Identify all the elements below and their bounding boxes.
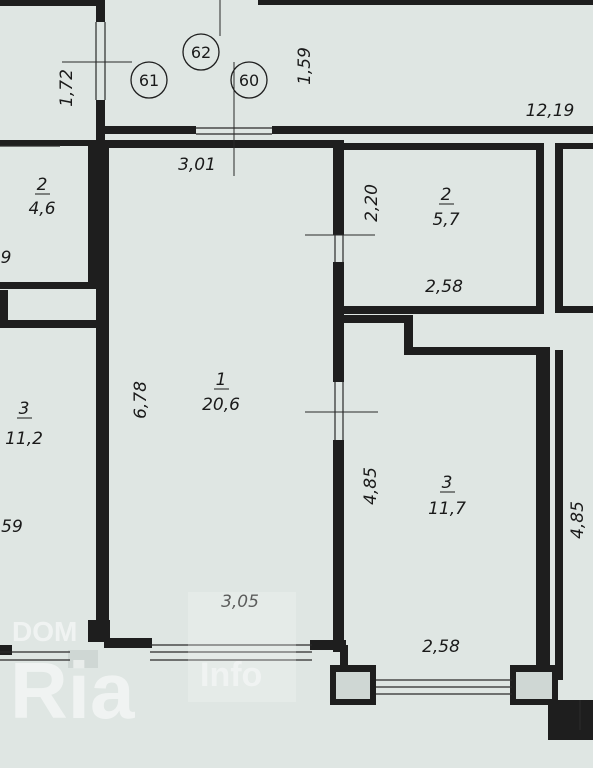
dim-6-78: 6,78 xyxy=(131,381,151,419)
room-right3-number: 3 xyxy=(442,473,453,493)
dimension-labels: 1,72 1,59 12,19 3,01 2,20 2,58 6,78 4,85… xyxy=(1,47,588,657)
wall-bottom-right-corner xyxy=(548,700,593,740)
wall-top-right xyxy=(258,0,593,5)
wall-room3r-top-b xyxy=(404,347,544,355)
dim-3-05: 3,05 xyxy=(221,592,259,612)
dim-partial-9: 9 xyxy=(1,248,12,268)
room-right2-number: 2 xyxy=(441,185,452,205)
pier-fill-mid xyxy=(336,672,370,699)
dimension-lines xyxy=(62,0,378,413)
pier-fill-left xyxy=(68,650,98,668)
stair-circle-61 xyxy=(130,61,168,99)
wall-room1-right-c xyxy=(333,440,344,652)
wall-top-stub xyxy=(96,0,105,22)
dim-1-72: 1,72 xyxy=(57,69,77,107)
wall-far-right-a xyxy=(555,143,563,313)
stair-circle-60 xyxy=(230,61,268,99)
dim-1-59: 1,59 xyxy=(295,47,315,85)
wall-far-right-b xyxy=(555,350,563,680)
wall-left-bottom-pier xyxy=(88,620,110,642)
watermark-dom: DOM xyxy=(12,616,77,647)
wall-far-right-top xyxy=(555,143,593,149)
wall-room2r-right xyxy=(536,143,544,313)
wall-corridor-left-low xyxy=(96,100,105,140)
stair-label-60: 60 xyxy=(239,71,259,90)
room1-area: 20,6 xyxy=(202,395,240,415)
wall-bottom-room1-right xyxy=(310,640,346,650)
wall-left3-room1 xyxy=(96,140,109,640)
dim-4-85-right: 4,85 xyxy=(568,501,588,539)
room-right2-area: 5,7 xyxy=(432,210,459,230)
pier-fill-right xyxy=(516,672,552,699)
wall-left2-right xyxy=(88,140,97,288)
wall-room3r-right xyxy=(536,347,550,677)
watermark-box xyxy=(188,592,296,702)
wall-bottom-room1-left xyxy=(104,638,152,648)
watermark: DOM Ria Info xyxy=(10,592,296,735)
wall-corridor-bottom-b xyxy=(272,126,593,134)
dim-2-58-bottom: 2,58 xyxy=(422,637,460,657)
watermark-info: Info xyxy=(200,656,262,694)
dim-12-19: 12,19 xyxy=(526,101,575,121)
room-labels: 2 4,6 1 20,6 2 5,7 3 11,2 3 11,7 xyxy=(5,175,466,519)
wall-left3-top xyxy=(0,320,104,328)
dim-4-85-mid: 4,85 xyxy=(361,467,381,505)
room-left3-number: 3 xyxy=(19,399,30,419)
room-left2-number: 2 xyxy=(37,175,48,195)
wall-room2r-top xyxy=(340,143,540,150)
pier-fills xyxy=(68,650,552,699)
dim-3-01: 3,01 xyxy=(178,155,216,175)
wall-room3r-notch xyxy=(404,315,413,355)
wall-left3-stub xyxy=(0,290,8,326)
wall-left2-bottom xyxy=(0,282,97,289)
wall-far-right-mid xyxy=(555,306,593,313)
dim-2-58-top: 2,58 xyxy=(425,277,463,297)
wall-room1-right-a xyxy=(333,140,344,235)
stair-circle-62 xyxy=(182,33,220,71)
wall-room3r-top-a xyxy=(340,315,412,323)
stair-label-62: 62 xyxy=(191,43,211,62)
wall-room1-top xyxy=(104,140,344,148)
dim-2-20: 2,20 xyxy=(362,184,382,222)
wall-room2r-bottom xyxy=(340,306,544,314)
stair-label-61: 61 xyxy=(139,71,159,90)
room1-number: 1 xyxy=(216,370,227,390)
dim-partial-59: 59 xyxy=(1,517,23,537)
wall-left2-top xyxy=(0,140,104,146)
room-right3-area: 11,7 xyxy=(428,499,466,519)
room-left2-area: 4,6 xyxy=(28,199,55,219)
room-left3-area: 11,2 xyxy=(5,429,43,449)
window-lines xyxy=(0,22,581,730)
stair-markers: 62 61 60 xyxy=(130,33,268,99)
wall-corridor-bottom-a xyxy=(104,126,196,134)
wall-top-left xyxy=(0,0,104,6)
watermark-ria: Ria xyxy=(10,646,135,735)
wall-room1-right-b xyxy=(333,262,344,382)
wall-bottom-left xyxy=(0,645,12,655)
